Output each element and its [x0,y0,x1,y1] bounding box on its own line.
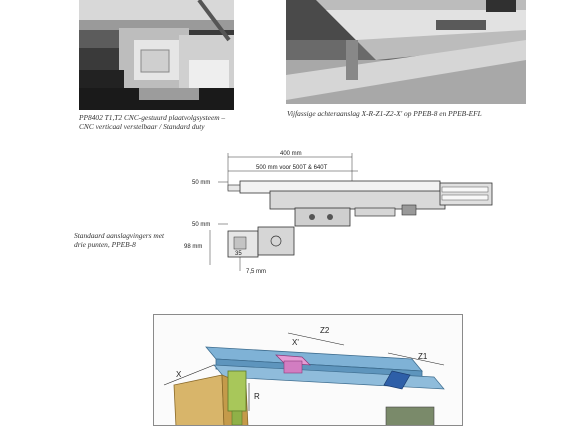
caption-left-line1: PP8402 T1,T2 CNC-gestuurd plaatvolgsyste… [79,113,226,122]
backgauge-axes-figure: Z2 Z1 X' X R [153,314,463,426]
photo-plate-follower [79,0,234,110]
backgauge-finger-drawing: 400 mm 500 mm voor 500T & 640T 50 mm 50 … [184,151,493,275]
dim-50-top: 50 mm [192,180,210,186]
dim-500: 500 mm voor 500T & 640T [256,165,328,171]
caption-left-photo: PP8402 T1,T2 CNC-gestuurd plaatvolgsyste… [79,113,249,131]
dim-50-bottom: 50 mm [192,222,210,228]
axis-label-r: R [254,392,260,401]
caption-drawing-line2: drie punten, PPEB-8 [74,240,136,249]
dim-400: 400 mm [280,151,302,157]
axis-label-x-prime: X' [292,338,299,347]
axis-label-z1: Z1 [418,352,428,361]
caption-drawing: Standaard aanslagvingers met drie punten… [74,231,184,249]
dim-7-5: 7,5 mm [246,269,266,275]
caption-left-line2: CNC verticaal verstelbaar / Standard dut… [79,122,205,131]
caption-right-line1: Vijfassige achteraanslag X-R-Z1-Z2-X' op… [287,109,482,118]
axis-label-x: X [176,370,182,379]
caption-drawing-line1: Standaard aanslagvingers met [74,231,165,240]
photo-five-axis-backgauge [286,0,526,104]
caption-right-photo: Vijfassige achteraanslag X-R-Z1-Z2-X' op… [287,109,547,118]
dim-98: 98 mm [184,244,202,250]
dim-35: 35 [235,251,242,257]
axis-label-z2: Z2 [320,326,330,335]
